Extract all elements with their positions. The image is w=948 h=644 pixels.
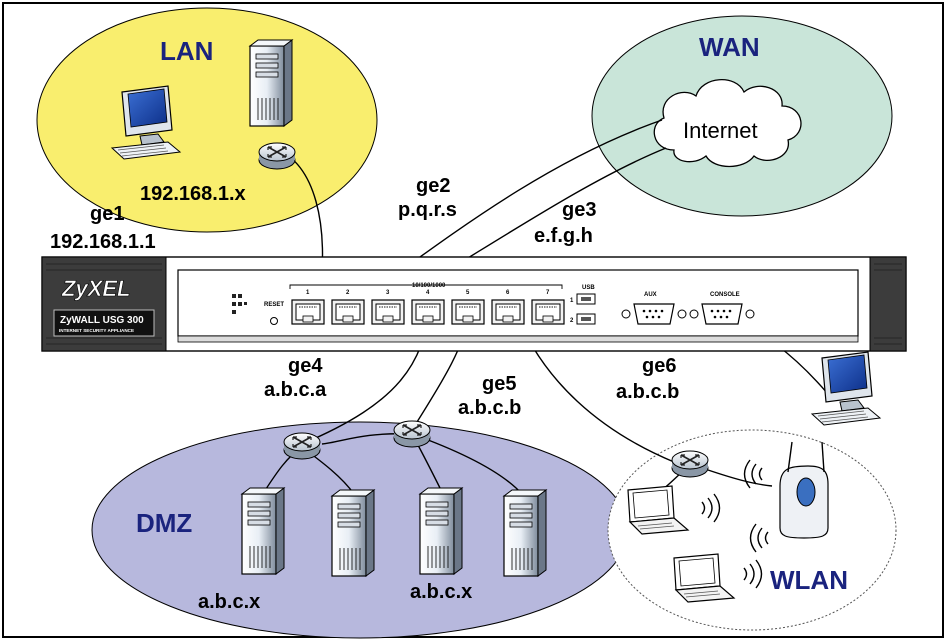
ethernet-port-4[interactable]: [411, 299, 445, 325]
ethernet-port-5[interactable]: [451, 299, 485, 325]
model-label: ZyWALL USG 300: [60, 315, 144, 326]
dmz-server-icon: [419, 487, 463, 575]
port-number-6: 6: [506, 290, 510, 296]
lan-router-icon: [258, 142, 296, 170]
ge6-ip: a.b.c.b: [616, 381, 679, 403]
wan-zone-label: WAN: [699, 32, 760, 62]
ethernet-port-6[interactable]: [491, 299, 525, 325]
wlan-router-icon: [671, 450, 709, 478]
console-pc-icon: [811, 351, 881, 426]
port-number-2: 2: [346, 290, 350, 296]
ge4-name: ge4: [288, 355, 323, 377]
lan-subnet-label: 192.168.1.x: [140, 183, 246, 205]
ge2-ip: p.q.r.s: [398, 199, 457, 221]
reset-label: RESET: [264, 302, 284, 308]
dmz-server-icon: [241, 487, 285, 575]
port-number-4: 4: [426, 290, 430, 296]
port-number-7: 7: [546, 290, 550, 296]
usb-port-number: 1: [570, 298, 574, 304]
console-label: CONSOLE: [710, 292, 740, 298]
tagline-label: INTERNET SECURITY APPLIANCE: [59, 328, 134, 333]
port-group-label: 10/100/1000: [412, 283, 446, 289]
dmz-host-label: a.b.c.x: [198, 591, 260, 613]
ge1-name: ge1: [90, 203, 124, 225]
dmz-server-icon: [503, 489, 547, 577]
lan-server-icon: [249, 39, 293, 127]
dmz-host-label: a.b.c.x: [410, 581, 472, 603]
zywall-appliance: ZyXEL ZyWALL USG 300 INTERNET SECURITY A…: [41, 256, 907, 352]
port-number-1: 1: [306, 290, 310, 296]
port-number-3: 3: [386, 290, 390, 296]
dmz-router-icon: [393, 420, 431, 448]
ethernet-ports: 1 2 3 4 5 6 7: [291, 290, 565, 325]
ethernet-port-1[interactable]: [291, 299, 325, 325]
ge5-name: ge5: [482, 373, 516, 395]
ge3-name: ge3: [562, 199, 596, 221]
ge6-name: ge6: [642, 355, 676, 377]
usb-port-number: 2: [570, 318, 574, 324]
usb-label: USB: [582, 285, 595, 291]
dmz-server-icon: [331, 489, 375, 577]
reset-button-icon: [270, 317, 278, 325]
ge5-ip: a.b.c.b: [458, 397, 521, 419]
ge3-ip: e.f.g.h: [534, 225, 593, 247]
status-led-icon: [232, 294, 247, 314]
access-point-icon: [743, 441, 829, 553]
brand-logo: ZyXEL: [61, 276, 130, 301]
lan-zone-label: LAN: [160, 36, 213, 66]
aux-port[interactable]: [621, 303, 687, 325]
ge2-name: ge2: [416, 175, 450, 197]
aux-label: AUX: [644, 292, 657, 298]
internet-cloud-icon: Internet: [653, 79, 802, 168]
internet-label: Internet: [683, 118, 758, 143]
ge4-ip: a.b.c.a: [264, 379, 327, 401]
port-number-5: 5: [466, 290, 470, 296]
console-port[interactable]: [689, 303, 755, 325]
ethernet-port-2[interactable]: [331, 299, 365, 325]
ge1-ip: 192.168.1.1: [50, 231, 156, 253]
wlan-zone-label: WLAN: [770, 565, 848, 595]
dmz-router-icon: [283, 432, 321, 460]
ethernet-port-7[interactable]: [531, 299, 565, 325]
dmz-zone-label: DMZ: [136, 508, 192, 538]
ethernet-port-3[interactable]: [371, 299, 405, 325]
